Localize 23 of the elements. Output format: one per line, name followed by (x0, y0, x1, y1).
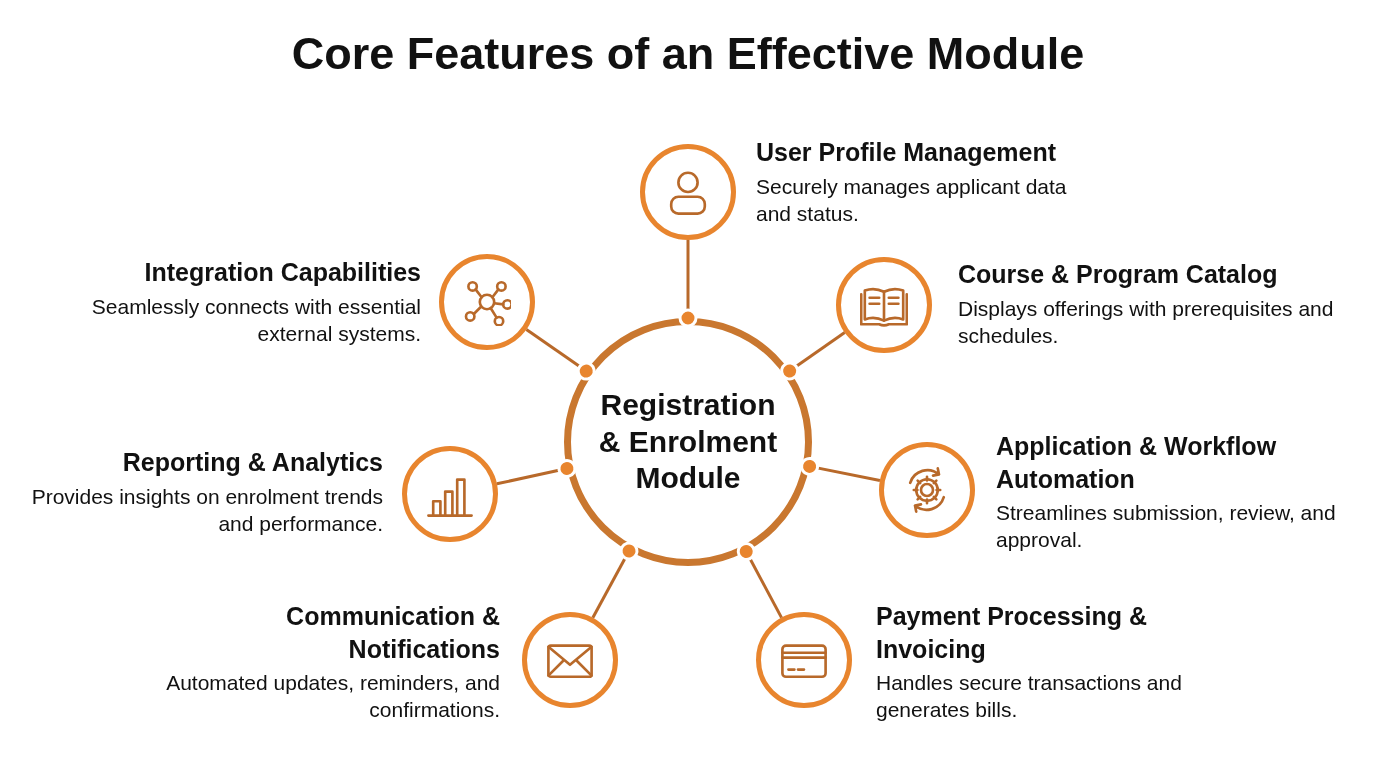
feature-description: Securely manages applicant data and status. (756, 173, 1068, 227)
feature-heading: Reporting & Analytics (121, 447, 383, 478)
feature-description: Seamlessly connects with essential external systems. (90, 293, 421, 347)
connector-line (591, 541, 639, 619)
hub-title: Registration & Enrolment Module (597, 387, 779, 497)
feature-description: Displays offerings with prerequisites and schedules. (958, 295, 1335, 349)
connector-line (678, 240, 698, 328)
feature-heading: User Profile Management (756, 137, 1058, 168)
feature-description: Provides insights on enrolment trends and performance. (30, 483, 383, 537)
feature-heading: Payment Processing & Invoicing (876, 601, 1148, 665)
connector-line (496, 459, 577, 486)
feature-description: Handles secure transactions and generates bills. (876, 670, 1183, 724)
feature-heading: Application & Workflow Automation (996, 431, 1278, 495)
diagram-title: Core Features of an Effective Module (290, 28, 1086, 80)
connector-line (736, 542, 783, 619)
connector-line (800, 456, 881, 482)
feature-description: Streamlines submission, review, and approval. (996, 500, 1336, 554)
feature-description: Automated updates, reminders, and confirmations. (165, 670, 500, 724)
feature-heading: Integration Capabilities (143, 257, 421, 288)
connector-line (525, 328, 596, 381)
feature-heading: Course & Program Catalog (958, 259, 1279, 290)
connector-line (780, 331, 846, 381)
feature-heading: Communication & Notifications (285, 601, 500, 665)
